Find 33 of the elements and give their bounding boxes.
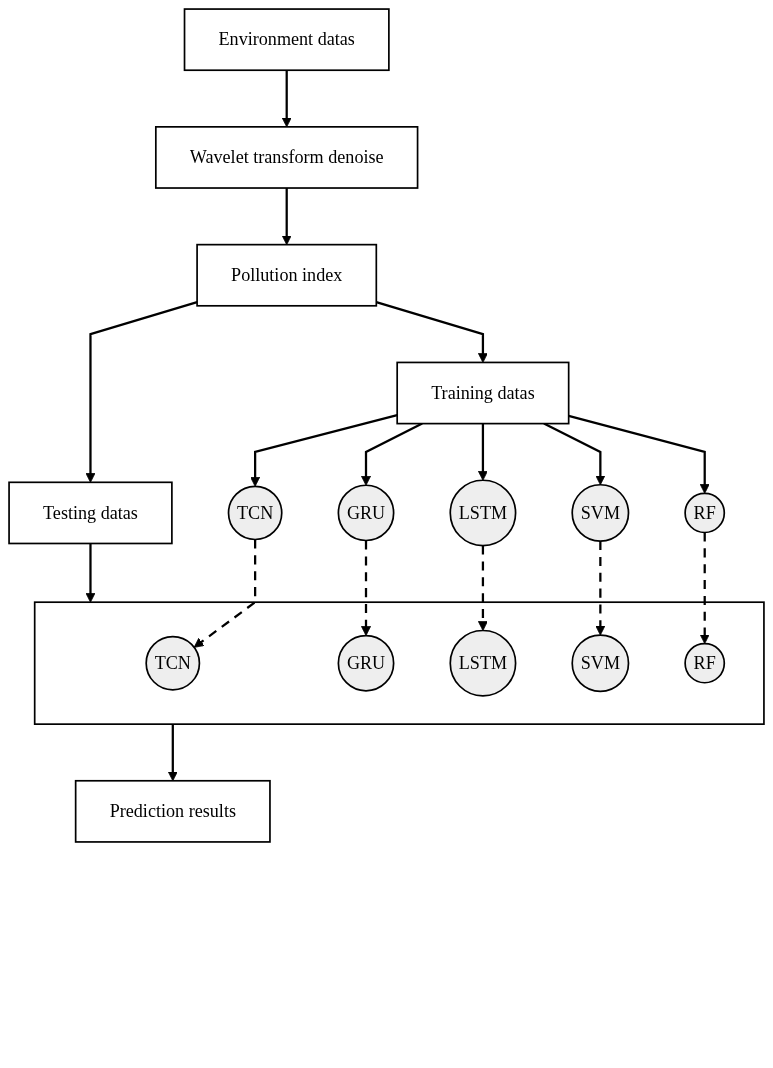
node-circle: SVM <box>571 483 630 542</box>
node-box: Prediction results <box>74 779 271 843</box>
node-circle: GRU <box>337 634 395 692</box>
node-box: Wavelet transform denoise <box>155 126 419 189</box>
cluster <box>33 601 765 725</box>
arrow <box>193 539 257 648</box>
node-circle: RF <box>684 642 726 684</box>
arrow <box>85 301 198 483</box>
arrow <box>568 414 710 494</box>
node-box: Training datas <box>396 361 570 425</box>
arrow <box>543 422 606 486</box>
arrow <box>250 414 398 487</box>
node-circle: GRU <box>337 484 395 542</box>
arrow <box>595 541 606 636</box>
arrow <box>281 188 292 246</box>
arrow <box>477 423 488 481</box>
node-box: Pollution index <box>196 243 378 307</box>
arrow <box>167 724 178 782</box>
node-circle: LSTM <box>449 629 517 697</box>
arrow <box>477 545 488 631</box>
node-circle: TCN <box>145 635 201 691</box>
node-circle: LSTM <box>449 479 517 547</box>
node-box: Testing datas <box>8 481 173 545</box>
arrow <box>361 422 423 486</box>
arrow <box>85 543 96 603</box>
arrow <box>376 301 488 363</box>
arrow <box>699 532 710 645</box>
node-circle: SVM <box>571 634 630 693</box>
arrow <box>361 540 371 636</box>
node-box: Environment datas <box>183 8 390 72</box>
arrow <box>281 70 292 128</box>
node-circle: RF <box>684 492 726 534</box>
node-circle: TCN <box>227 485 283 541</box>
